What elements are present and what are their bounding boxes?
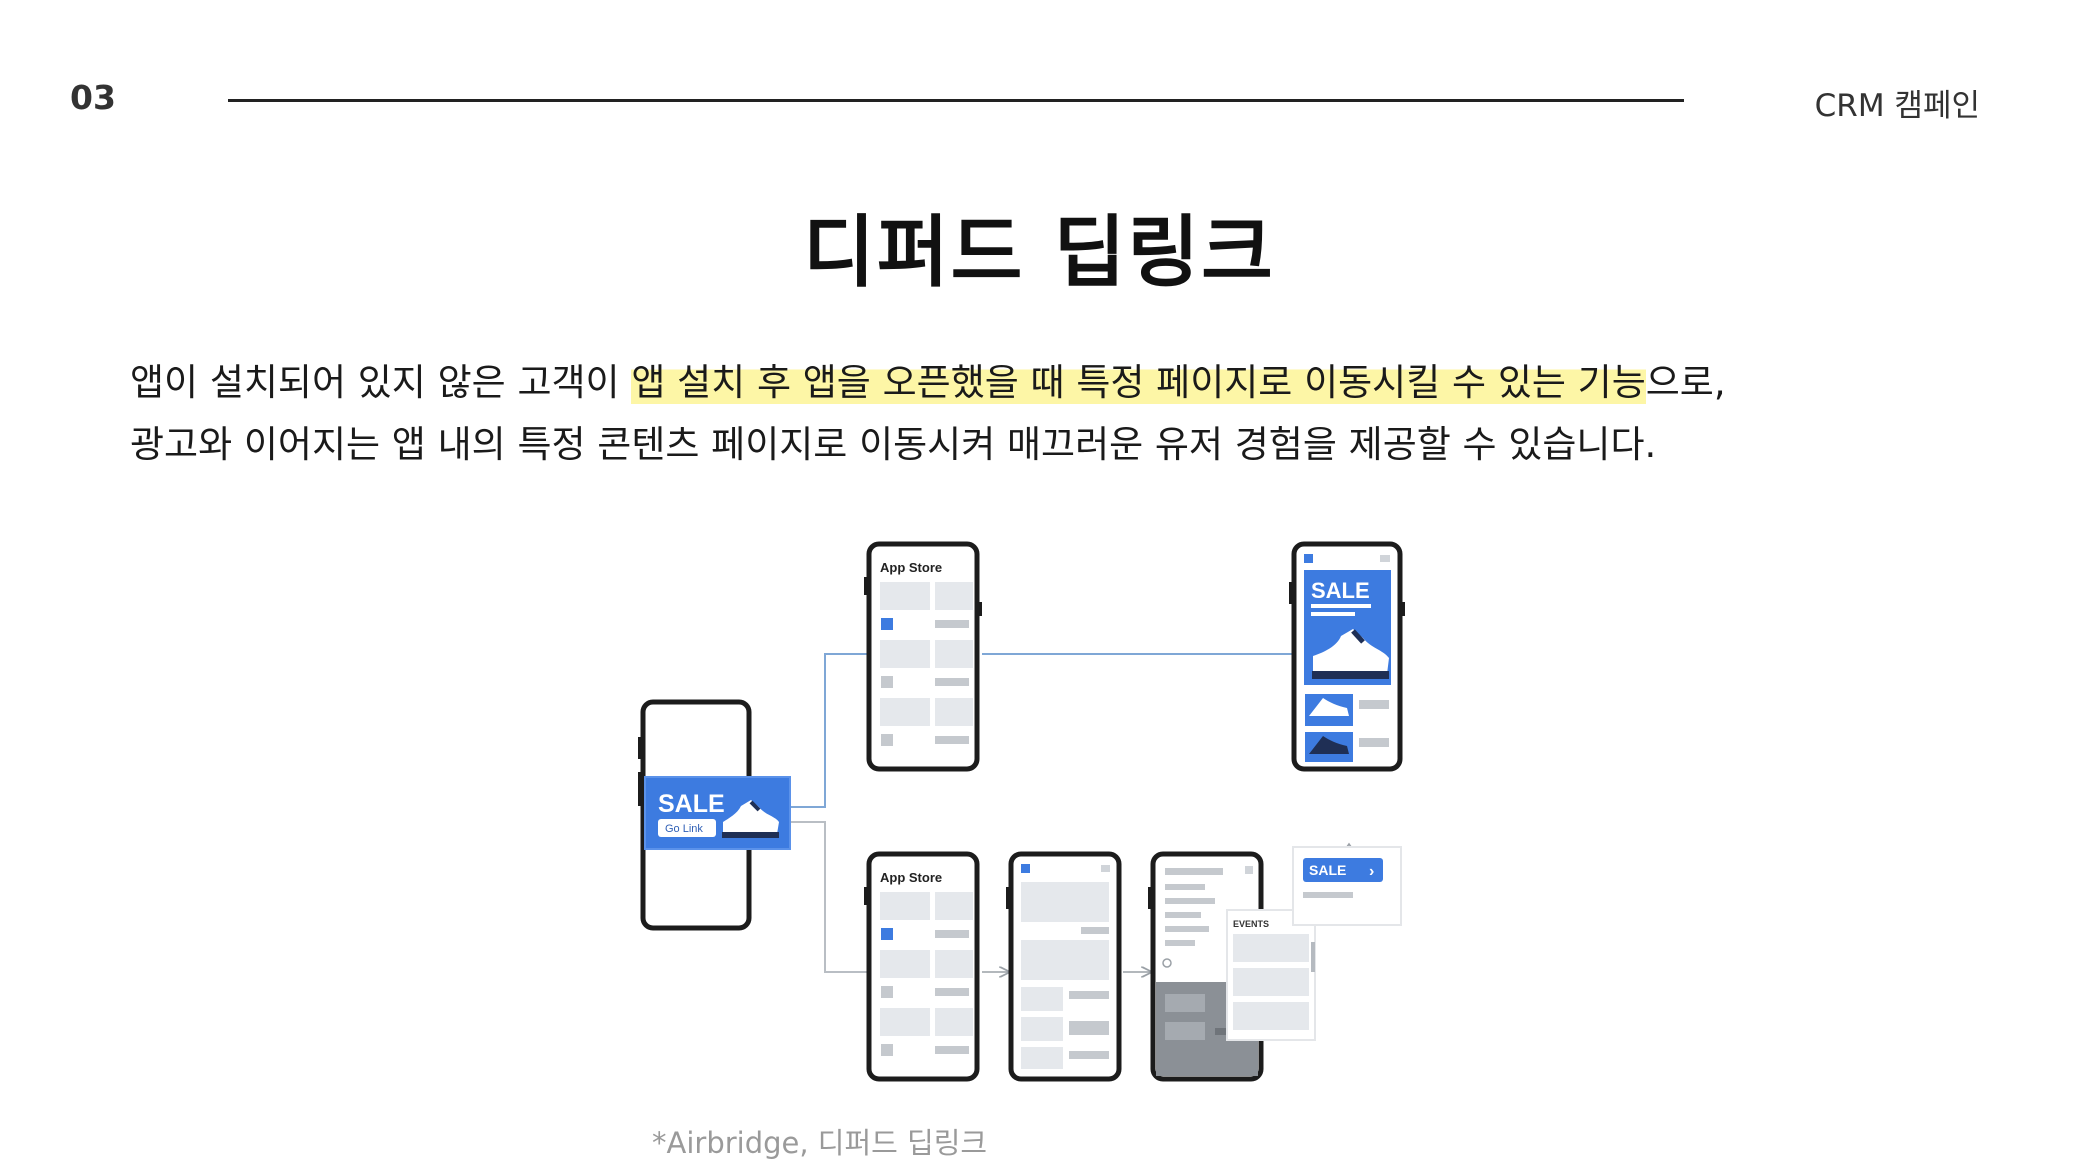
source-caption: *Airbridge, 디퍼드 딥링크	[652, 1126, 988, 1160]
events-label: EVENTS	[1233, 919, 1269, 929]
sneaker-icon	[722, 800, 779, 838]
chevron-right-icon: ›	[1369, 863, 1374, 880]
deferred-deeplink-diagram: SALE Go Link App Store SALE	[638, 541, 1405, 1082]
go-link-label: Go Link	[665, 823, 703, 835]
banner-sale-text: SALE	[1309, 862, 1346, 878]
slide-number: 03	[70, 78, 116, 117]
description: 앱이 설치되어 있지 않은 고객이 앱 설치 후 앱을 오픈했을 때 특정 페이…	[130, 352, 1990, 476]
events-card: EVENTS	[1226, 909, 1316, 1041]
result-sale-text: SALE	[1311, 578, 1370, 603]
appstore-phone-top: App Store	[864, 541, 982, 772]
description-highlight: 앱 설치 후 앱을 오픈했을 때 특정 페이지로 이동시킬 수 있는 기능	[631, 361, 1646, 404]
sale-banner-card: SALE ›	[1292, 846, 1402, 926]
sale-result-phone: SALE	[1289, 541, 1405, 772]
description-line1-pre: 앱이 설치되어 있지 않은 고객이	[130, 361, 632, 404]
sale-banner-button[interactable]	[1303, 858, 1383, 882]
page-title: 디퍼드 딥링크	[803, 208, 1275, 298]
sneaker-icon	[1312, 629, 1389, 679]
app-home-phone	[1006, 851, 1122, 1082]
ad-sale-text: SALE	[658, 790, 725, 818]
appstore-title-top: App Store	[880, 560, 942, 575]
description-line1-post: 으로,	[1645, 361, 1726, 404]
header-divider	[228, 99, 1684, 102]
section-label: CRM 캠페인	[1814, 88, 1980, 124]
ad-phone: SALE Go Link	[638, 699, 791, 931]
appstore-phone-bottom: App Store	[864, 851, 980, 1082]
description-line2: 광고와 이어지는 앱 내의 특정 콘텐츠 페이지로 이동시켜 매끄러운 유저 경…	[130, 423, 1657, 466]
appstore-title-bottom: App Store	[880, 870, 942, 885]
go-link-button[interactable]	[658, 819, 716, 837]
